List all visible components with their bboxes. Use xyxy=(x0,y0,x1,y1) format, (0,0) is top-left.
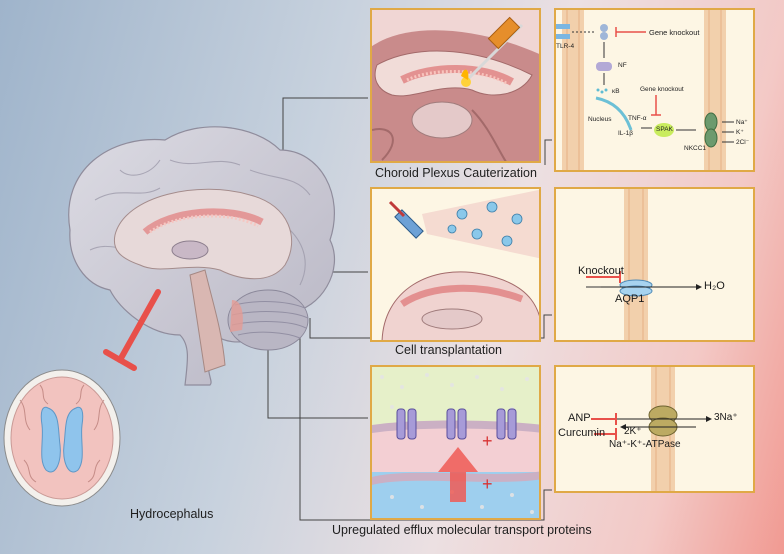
atpase-label: Na⁺-K⁺-ATPase xyxy=(609,439,681,450)
na3-label: 3Na⁺ xyxy=(714,412,738,423)
gene-knockout-label-2: Gene knockout xyxy=(640,86,684,93)
kb-label: κB xyxy=(612,88,620,95)
k2-label: 2K⁺ xyxy=(624,426,642,437)
efflux-illustration: + + xyxy=(370,365,541,520)
anp-label: ANP xyxy=(568,412,591,424)
knockout-label: Knockout xyxy=(578,265,624,277)
ion-na-label: Na⁺ xyxy=(736,119,748,126)
ion-k-label: K⁺ xyxy=(736,129,744,136)
ion-cl-label: 2Cl⁻ xyxy=(736,139,750,146)
pathway-panel-atpase: ANP Curcumin 2K⁺ 3Na⁺ Na⁺-K⁺-ATPase xyxy=(554,365,755,493)
il1b-label: IL-1β xyxy=(618,130,633,137)
efflux-caption: Upregulated efflux molecular transport p… xyxy=(332,523,592,537)
svg-text:+: + xyxy=(482,474,493,494)
tlr4-label: TLR-4 xyxy=(556,43,575,50)
choroid-plexus-illustration xyxy=(370,8,541,163)
cell-transplant-illustration xyxy=(370,187,541,342)
spak-label: SPAK xyxy=(656,126,673,133)
pathway-panel-tlr4: TLR-4 Gene knockout NF κB Gene knockout … xyxy=(554,8,755,172)
nucleus-label: Nucleus xyxy=(588,116,612,123)
nkcc1-label: NKCC1 xyxy=(684,145,707,152)
gene-knockout-label-1: Gene knockout xyxy=(649,28,700,37)
svg-text:+: + xyxy=(482,431,493,451)
hydrocephalus-caption: Hydrocephalus xyxy=(130,507,214,521)
h2o-label: H₂O xyxy=(704,280,725,292)
curcumin-label: Curcumin xyxy=(558,427,606,439)
cell-caption: Cell transplantation xyxy=(395,343,503,357)
aqp1-label: AQP1 xyxy=(615,293,645,305)
tnf-label: TNF-α xyxy=(628,115,647,122)
choroid-caption: Choroid Plexus Cauterization xyxy=(375,166,537,180)
nf-label: NF xyxy=(618,62,627,69)
pathway-panel-aqp1: Knockout AQP1 H₂O xyxy=(554,187,755,342)
